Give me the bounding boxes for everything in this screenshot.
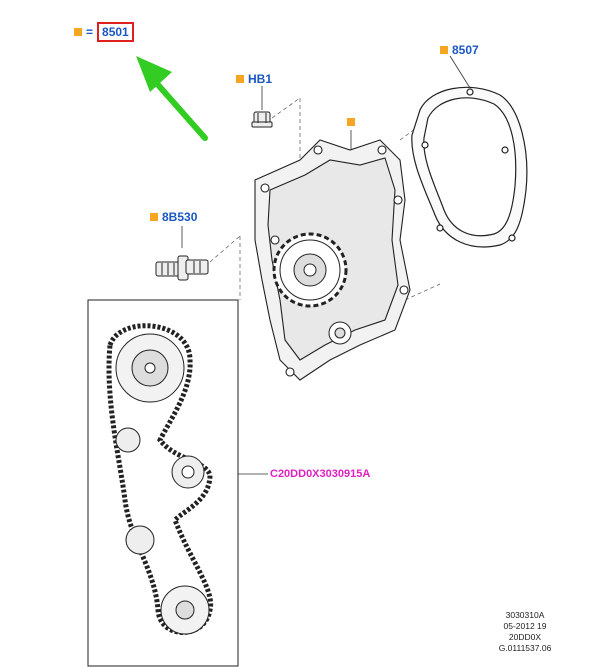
pump-gear-drawing <box>272 232 348 308</box>
main-part-number[interactable]: 8501 <box>97 22 134 42</box>
bolt-part-number[interactable]: HB1 <box>248 72 273 86</box>
drawing-stamp: 3030310A 05-2012 19 20DD0X G.0111537.06 <box>470 610 580 654</box>
leader-lines <box>181 55 471 475</box>
callout-marker-icon <box>150 213 158 221</box>
stamp-line: G.0111537.06 <box>498 643 552 653</box>
equals-sign: = <box>86 25 94 39</box>
bolt-callout: HB1 <box>236 72 272 86</box>
timing-belt-detail-box <box>87 299 239 667</box>
stud-drawing <box>155 255 209 281</box>
stamp-line: 05-2012 19 <box>503 621 547 631</box>
gasket-callout: 8507 <box>440 43 479 57</box>
stamp-line: 3030310A <box>505 610 545 620</box>
pointer-arrow-icon <box>136 56 208 141</box>
callout-marker-icon <box>440 46 448 54</box>
pump-callout <box>347 118 359 126</box>
gasket-drawing <box>411 86 528 248</box>
pump-seal-drawing <box>328 321 352 345</box>
callout-marker-icon <box>347 118 355 126</box>
main-part-callout: = 8501 <box>74 22 134 42</box>
callout-marker-icon <box>236 75 244 83</box>
stud-callout: 8B530 <box>150 210 197 224</box>
callout-marker-icon <box>74 28 82 36</box>
detail-reference-link[interactable]: C20DD0X3030915A <box>270 468 371 480</box>
stamp-line: 20DD0X <box>508 632 542 642</box>
stud-part-number[interactable]: 8B530 <box>162 210 198 224</box>
gasket-part-number[interactable]: 8507 <box>452 43 479 57</box>
bolt-drawing <box>251 111 273 128</box>
